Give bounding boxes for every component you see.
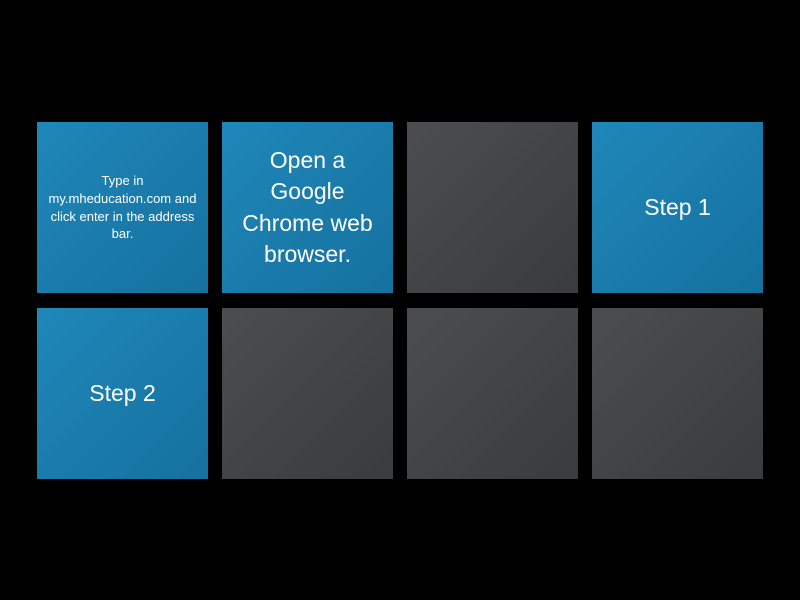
tile-text (483, 200, 503, 216)
tile-text (668, 386, 688, 402)
card-tile-2[interactable]: Open a Google Chrome web browser. (222, 122, 393, 293)
card-tile-1[interactable]: Type in my.mheducation.com and click ent… (37, 122, 208, 293)
card-tile-7[interactable] (407, 308, 578, 479)
card-tile-8[interactable] (592, 308, 763, 479)
tile-text (483, 386, 503, 402)
card-tile-6[interactable] (222, 308, 393, 479)
tile-text (298, 386, 318, 402)
tile-text: Type in my.mheducation.com and click ent… (48, 173, 197, 242)
card-tile-5[interactable]: Step 2 (37, 308, 208, 479)
card-tile-3[interactable] (407, 122, 578, 293)
matching-game-board: Type in my.mheducation.com and click ent… (37, 122, 763, 479)
tile-text: Open a Google Chrome web browser. (242, 147, 373, 267)
tile-text: Step 1 (644, 193, 711, 220)
tile-text: Step 2 (89, 379, 156, 406)
card-tile-4[interactable]: Step 1 (592, 122, 763, 293)
